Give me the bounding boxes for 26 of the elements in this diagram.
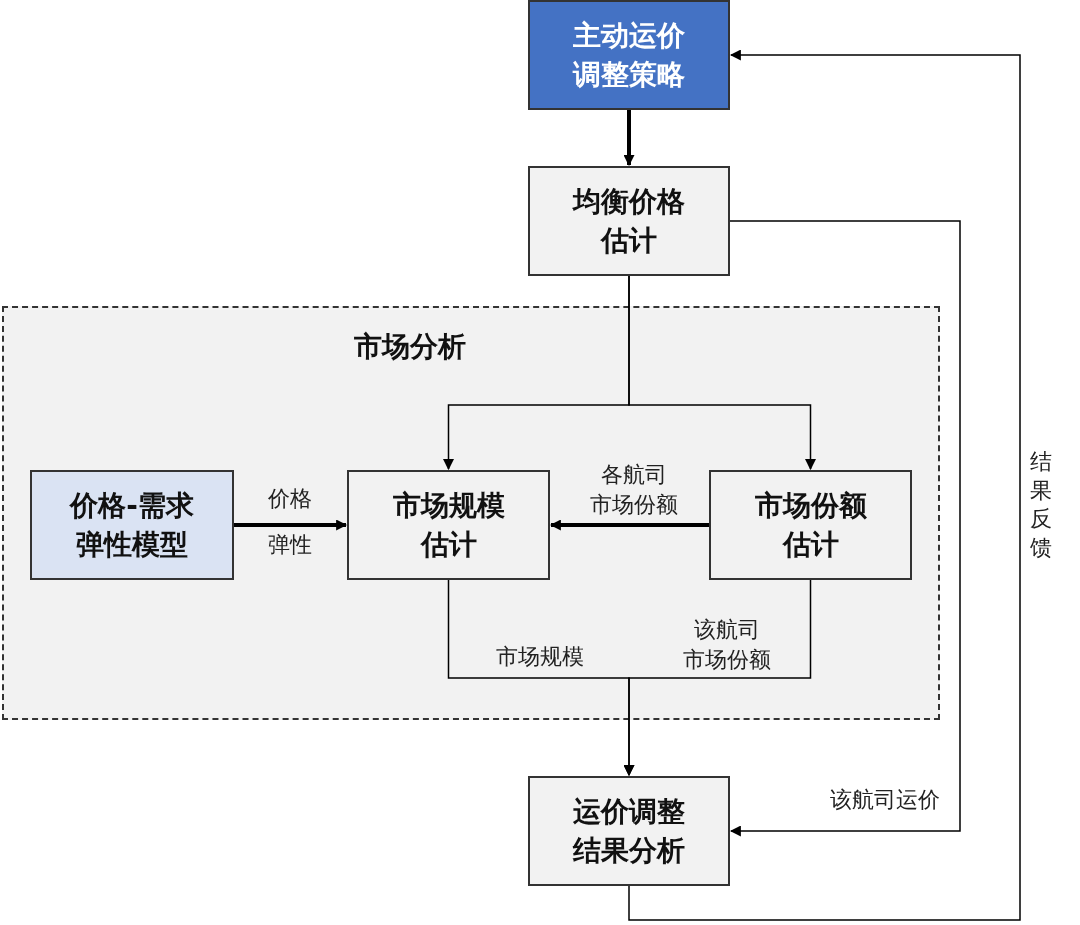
- process-box: [528, 166, 730, 276]
- edge-label: 价格弹性: [268, 484, 312, 559]
- box-label: 价格-需求弹性模型: [68, 487, 195, 563]
- process-box: [528, 776, 730, 886]
- box-label: 均衡价格估计: [571, 183, 686, 259]
- edge-label: 该航司运价: [830, 786, 940, 815]
- model-box: [30, 470, 234, 580]
- edge-label: 该航司市场份额: [683, 616, 771, 674]
- group-title: 市场分析: [354, 329, 466, 365]
- box-label: 市场规模估计: [391, 487, 506, 563]
- arrow: [623, 579, 812, 777]
- edge-label: 市场规模: [496, 643, 584, 672]
- arrow: [549, 519, 709, 531]
- process-box: [347, 470, 550, 580]
- box-label: 运价调整结果分析: [571, 793, 686, 869]
- strategy-box: [528, 0, 730, 110]
- arrow: [623, 110, 635, 167]
- arrow: [729, 220, 961, 837]
- dashed-group-panel: [2, 306, 940, 720]
- edge-label: 各航司市场份额: [590, 461, 678, 519]
- arrow: [234, 519, 348, 531]
- arrow: [628, 275, 816, 471]
- box-label: 市场份额估计: [753, 487, 868, 563]
- arrow: [628, 49, 1021, 921]
- process-box: [709, 470, 912, 580]
- box-label: 主动运价调整策略: [571, 17, 686, 93]
